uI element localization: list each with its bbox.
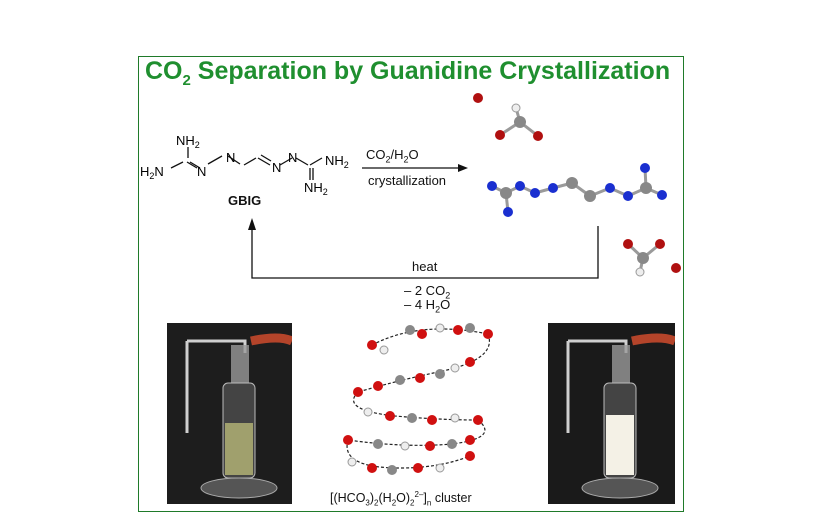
svg-text:NH2: NH2 [325, 153, 349, 170]
svg-text:NH2: NH2 [304, 180, 328, 197]
reagent-label: CO2/H2O [366, 147, 419, 165]
svg-text:N: N [272, 160, 281, 175]
figure-frame [138, 56, 684, 512]
photo-bubbler-before [167, 323, 292, 504]
svg-text:H2N: H2N [140, 164, 164, 181]
svg-text:N: N [197, 164, 206, 179]
heat-label: heat [412, 259, 438, 274]
svg-text:N: N [226, 150, 235, 165]
photo-bubbler-after [548, 323, 675, 504]
svg-text:N: N [288, 150, 297, 165]
loss-h2o-label: – 4 H2O [404, 297, 451, 315]
condition-label: crystallization [368, 173, 447, 188]
svg-text:NH2: NH2 [176, 133, 200, 150]
cluster-caption: [(HCO3)2(H2O)22–]n cluster [330, 490, 472, 508]
loss-co2-label: – 2 CO2 [404, 283, 451, 301]
figure-title: CO2 Separation by Guanidine Crystallizat… [145, 57, 671, 89]
gbig-label: GBIG [228, 193, 262, 208]
